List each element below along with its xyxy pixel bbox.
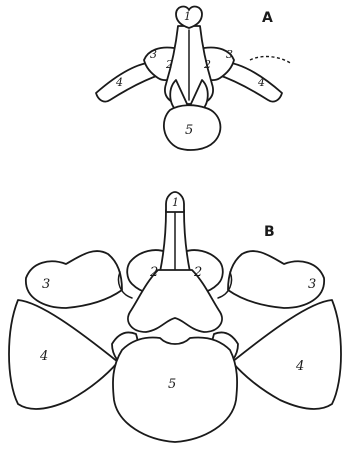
panel-a-label-3-left: 3 [150,48,157,61]
panel-a-label-3-right: 3 [226,48,233,61]
panel-a-label-5: 5 [185,123,193,138]
panel-b-rib-left [9,300,118,409]
panel-a-label: A [262,10,273,26]
panel-b-label: B [264,224,275,240]
panel-a-label-2-left: 2 [165,58,173,71]
panel-b-label-4-left: 4 [39,349,48,364]
panel-b-label-5: 5 [168,377,176,392]
panel-b-label-1: 1 [172,196,179,209]
panel-a-label-4-left: 4 [115,76,123,89]
panel-a: A 1 2 2 3 3 4 4 5 [96,7,292,150]
panel-a-label-4-right: 4 [257,76,265,89]
panel-b-label-3-right: 3 [308,277,316,292]
panel-a-dashed-outline [250,57,292,64]
panel-a-label-1: 1 [184,10,191,23]
panel-b: B 1 2 2 3 3 4 4 5 [9,192,341,442]
panel-b-label-4-right: 4 [295,359,304,374]
panel-b-rib-right [232,300,341,409]
panel-b-label-2-right: 2 [193,265,202,280]
panel-b-transverse-left [26,251,122,308]
panel-b-label-2-left: 2 [149,265,158,280]
panel-b-label-3-left: 3 [42,277,50,292]
panel-a-label-2-right: 2 [203,58,211,71]
